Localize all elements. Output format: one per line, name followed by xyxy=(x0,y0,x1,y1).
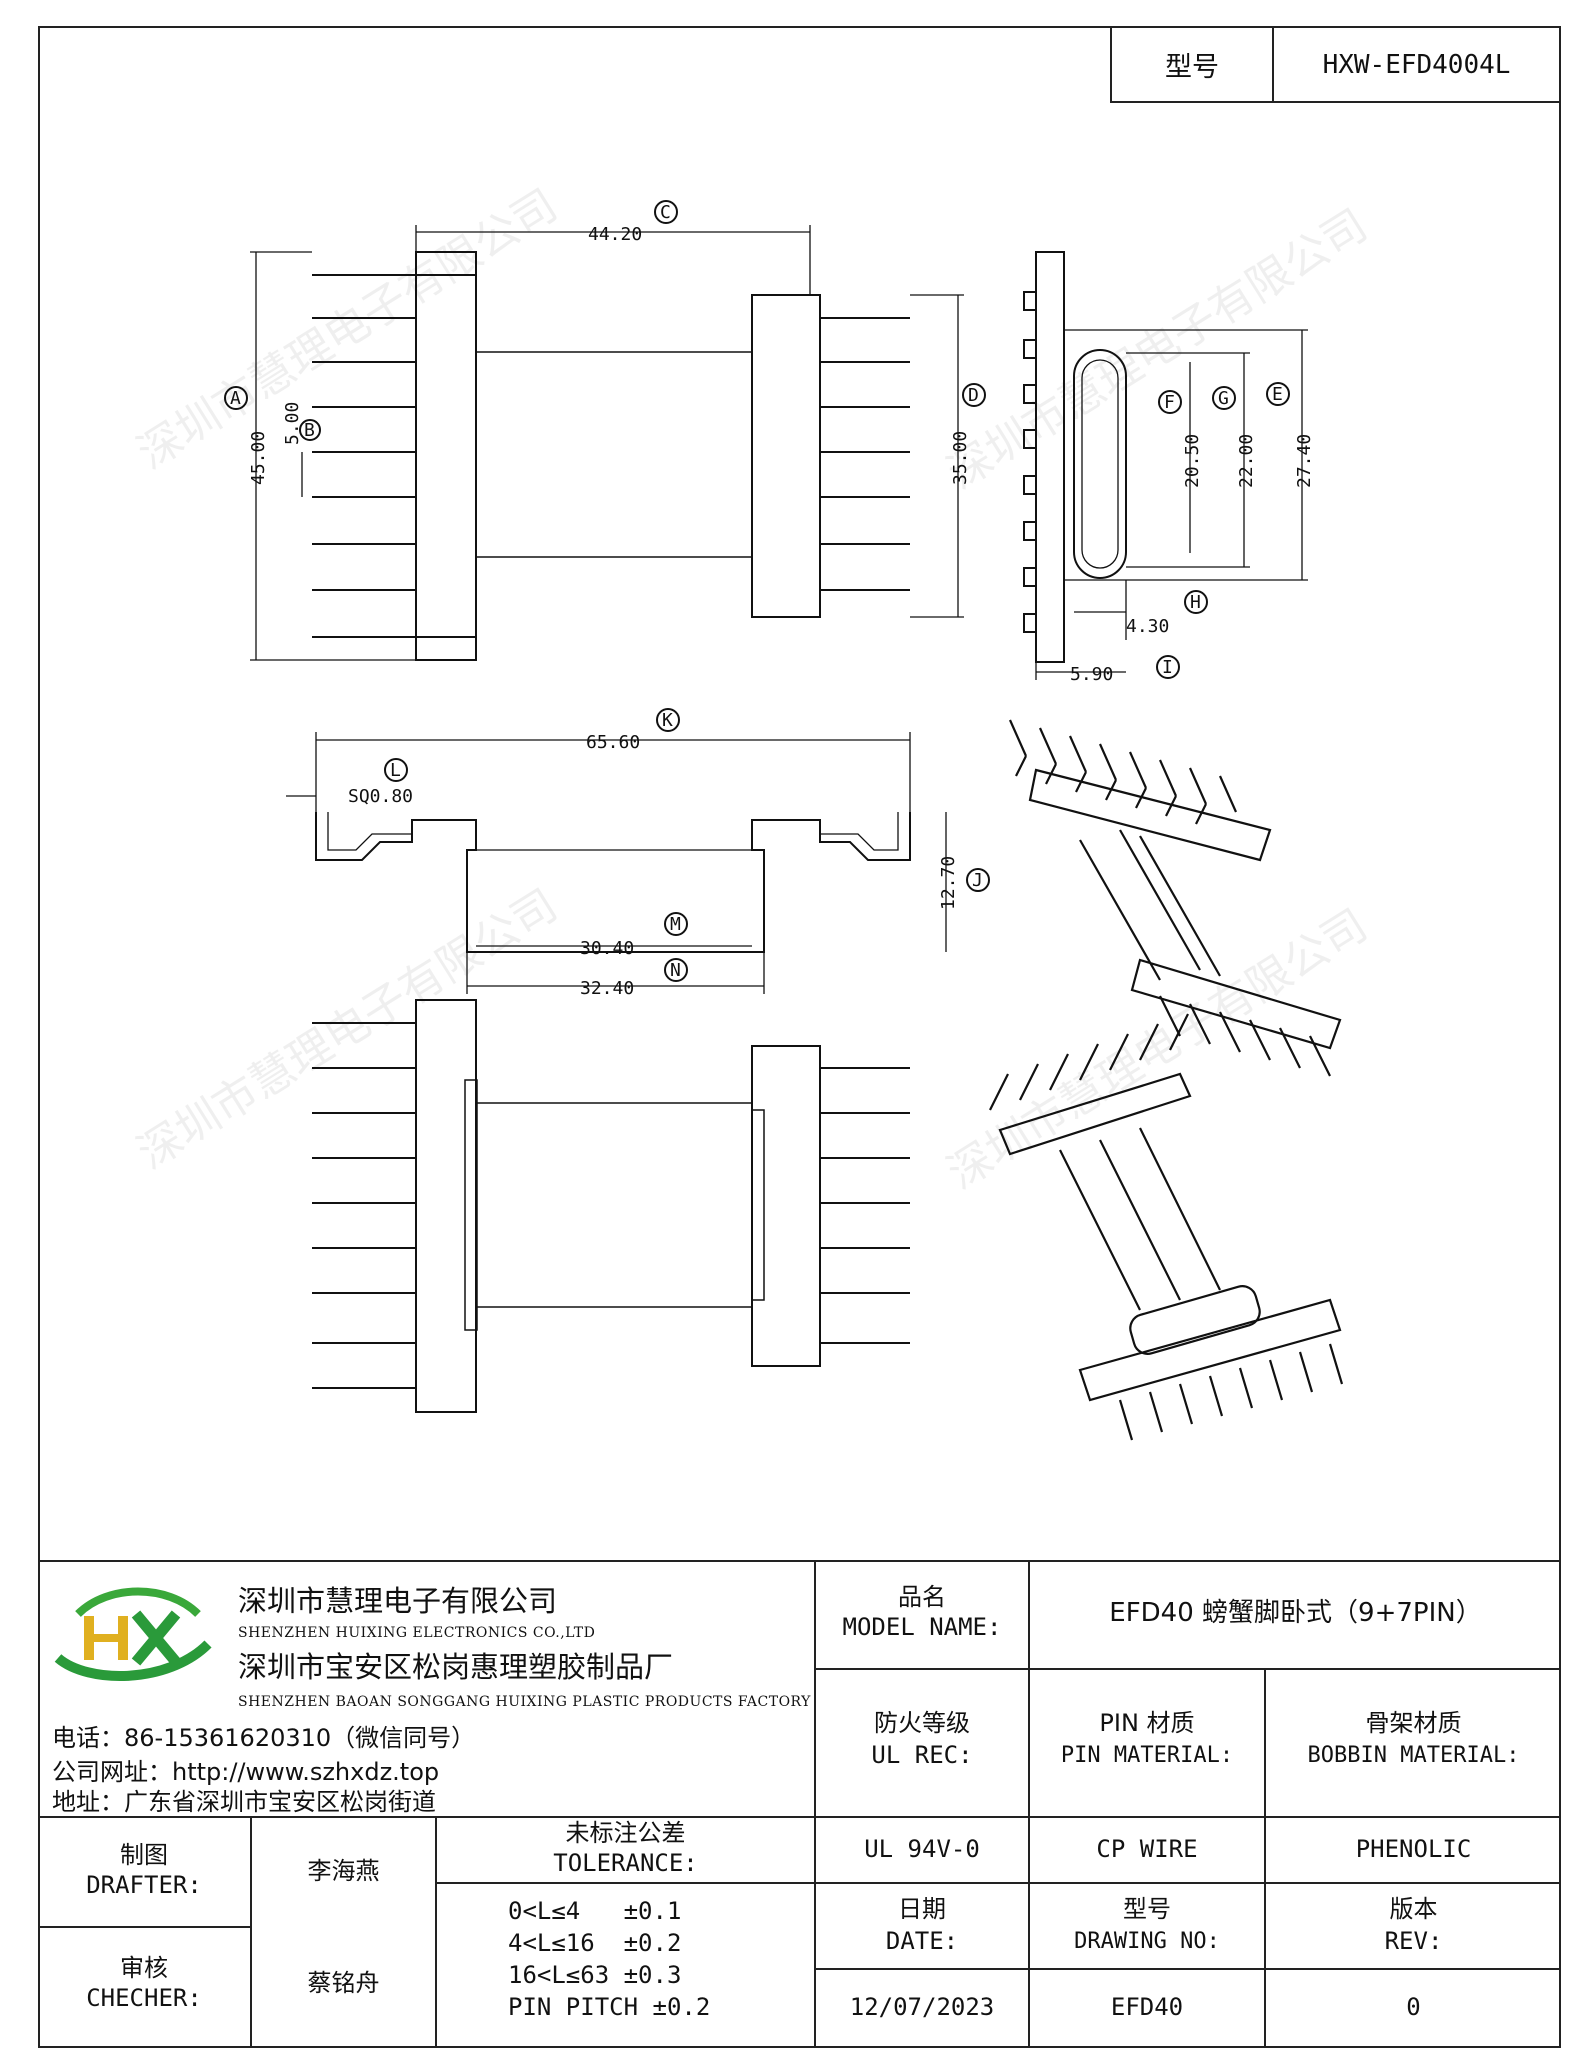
tolerance-line: 4<L≤16 ±0.2 xyxy=(508,1929,682,1957)
dim-c-value: 44.20 xyxy=(588,224,642,245)
dim-i-label: I xyxy=(1162,657,1173,678)
pin-material-label-cn: PIN 材质 xyxy=(1099,1709,1195,1737)
company-name-en: SHENZHEN HUIXING ELECTRONICS CO.,LTD xyxy=(238,1625,596,1641)
model-name-value: EFD40 螃蟹脚卧式（9+7PIN） xyxy=(1109,1598,1482,1628)
date-label-cn: 日期 xyxy=(898,1895,946,1923)
dim-e-label: E xyxy=(1272,384,1283,405)
company-name-cn: 深圳市慧理电子有限公司 xyxy=(238,1584,558,1618)
front-view: 65.60 K SQ0.80 L 12.70 J 30.40 M 32.40 N xyxy=(286,708,990,999)
left-flange xyxy=(415,251,477,661)
dim-d-label: D xyxy=(968,385,979,406)
website: 公司网址：http://www.szhxdz.top xyxy=(52,1758,440,1786)
tolerance-label-cn: 未标注公差 xyxy=(565,1819,686,1847)
factory-name-en: SHENZHEN BAOAN SONGGANG HUIXING PLASTIC … xyxy=(238,1694,811,1710)
dim-l-label: L xyxy=(390,760,401,781)
dim-a-value: 45.00 xyxy=(248,431,269,485)
dim-e-value: 27.40 xyxy=(1294,434,1315,488)
dim-b-value: 5.00 xyxy=(282,402,303,445)
factory-name-cn: 深圳市宝安区松岗惠理塑胶制品厂 xyxy=(238,1650,674,1684)
company-logo xyxy=(54,1587,212,1681)
address: 地址：广东省深圳市宝安区松岗街道 xyxy=(52,1788,436,1816)
dim-l-value: SQ0.80 xyxy=(348,786,413,807)
dim-n-value: 32.40 xyxy=(580,978,634,999)
checker-label-en: CHECHER: xyxy=(86,1984,202,2012)
model-number-box: 型号 HXW-EFD4004L xyxy=(1110,26,1561,103)
isometric-view-lower xyxy=(989,1013,1344,1441)
model-value: HXW-EFD4004L xyxy=(1322,49,1511,80)
dim-h-label: H xyxy=(1190,592,1201,613)
dim-a-label: A xyxy=(230,388,241,409)
dim-k-value: 65.60 xyxy=(586,732,640,753)
dim-g-label: G xyxy=(1218,388,1229,409)
tolerance-label-en: TOLERANCE: xyxy=(553,1849,698,1877)
front-outline xyxy=(315,812,911,953)
checker-name: 蔡铭舟 xyxy=(307,1969,380,1997)
tolerance-line: 16<L≤63 ±0.3 xyxy=(508,1961,682,1989)
isometric-view-upper xyxy=(1008,719,1342,1077)
title-block: 深圳市慧理电子有限公司 SHENZHEN HUIXING ELECTRONICS… xyxy=(38,1560,1561,2048)
drawing-no-value: EFD40 xyxy=(1110,1993,1184,2021)
side-hooks xyxy=(1023,291,1036,633)
pin-material-label-en: PIN MATERIAL: xyxy=(1060,1743,1234,1768)
ul-value: UL 94V-0 xyxy=(864,1835,980,1863)
bottom-view xyxy=(312,999,910,1413)
right-pins xyxy=(820,317,910,591)
model-label: 型号 xyxy=(1112,28,1274,101)
dim-j-label: J xyxy=(972,870,983,891)
watermark-text: 深圳市慧理电子有限公司 xyxy=(129,880,566,1180)
technical-drawing: 深圳市慧理电子有限公司 深圳市慧理电子有限公司 深圳市慧理电子有限公司 深圳市慧… xyxy=(129,180,1376,1441)
bobbin-material-label-cn: 骨架材质 xyxy=(1365,1709,1462,1737)
phone: 电话：86-15361620310（微信同号） xyxy=(52,1724,476,1752)
side-flange xyxy=(1035,251,1065,663)
drafter-name: 李海燕 xyxy=(307,1857,380,1885)
dim-d-value: 35.00 xyxy=(950,431,971,485)
bottom-left-flange xyxy=(415,999,477,1413)
model-name-label-cn: 品名 xyxy=(898,1583,946,1611)
bobbin-material-label-en: BOBBIN MATERIAL: xyxy=(1307,1743,1520,1768)
right-flange xyxy=(751,294,821,618)
tolerance-line: 0<L≤4 ±0.1 xyxy=(508,1897,682,1925)
side-core-window xyxy=(1073,349,1127,579)
ul-label-en: UL REC: xyxy=(871,1741,973,1769)
drawing-no-label-cn: 型号 xyxy=(1123,1895,1171,1923)
dim-f-value: 20.50 xyxy=(1182,434,1203,488)
drafter-label-en: DRAFTER: xyxy=(86,1871,202,1899)
dim-j-value: 12.70 xyxy=(938,856,959,910)
dim-b-label: B xyxy=(304,420,315,441)
dim-m-value: 30.40 xyxy=(580,938,634,959)
left-pins xyxy=(312,274,416,638)
bottom-right-pins xyxy=(820,1067,910,1344)
dim-i-value: 5.90 xyxy=(1070,664,1113,685)
rev-value: 0 xyxy=(1406,1993,1421,2021)
model-name-label-en: MODEL NAME: xyxy=(842,1613,1002,1641)
dim-g-value: 22.00 xyxy=(1236,434,1257,488)
watermark-text: 深圳市慧理电子有限公司 xyxy=(939,900,1376,1200)
dim-n-label: N xyxy=(670,960,681,981)
bottom-right-flange xyxy=(751,1045,821,1367)
dim-m-label: M xyxy=(670,914,681,935)
dim-f-label: F xyxy=(1164,392,1175,413)
dim-k-label: K xyxy=(662,710,673,731)
dim-h-value: 4.30 xyxy=(1126,616,1169,637)
tolerance-line: PIN PITCH ±0.2 xyxy=(508,1993,711,2021)
date-value: 12/07/2023 xyxy=(849,1993,995,2021)
bottom-left-pins xyxy=(312,1022,416,1389)
checker-label-cn: 审核 xyxy=(120,1954,168,1982)
pin-material-value: CP WIRE xyxy=(1096,1835,1198,1863)
date-label-en: DATE: xyxy=(885,1927,959,1955)
bobbin-material-value: PHENOLIC xyxy=(1355,1835,1472,1863)
drafter-label-cn: 制图 xyxy=(120,1841,168,1869)
top-view: 44.20 C 45.00 A 5.00 B 35.00 D xyxy=(224,200,986,661)
dim-c-label: C xyxy=(660,202,671,223)
drawing-sheet-border xyxy=(38,26,1561,2048)
side-view: 20.50 22.00 27.40 F G E 4.30 H 5.90 I xyxy=(1023,251,1315,685)
rev-label-en: REV: xyxy=(1384,1927,1443,1955)
drawing-no-label-en: DRAWING NO: xyxy=(1074,1929,1220,1954)
watermark-text: 深圳市慧理电子有限公司 xyxy=(129,180,566,480)
ul-label-cn: 防火等级 xyxy=(874,1709,970,1737)
rev-label-cn: 版本 xyxy=(1389,1895,1438,1923)
